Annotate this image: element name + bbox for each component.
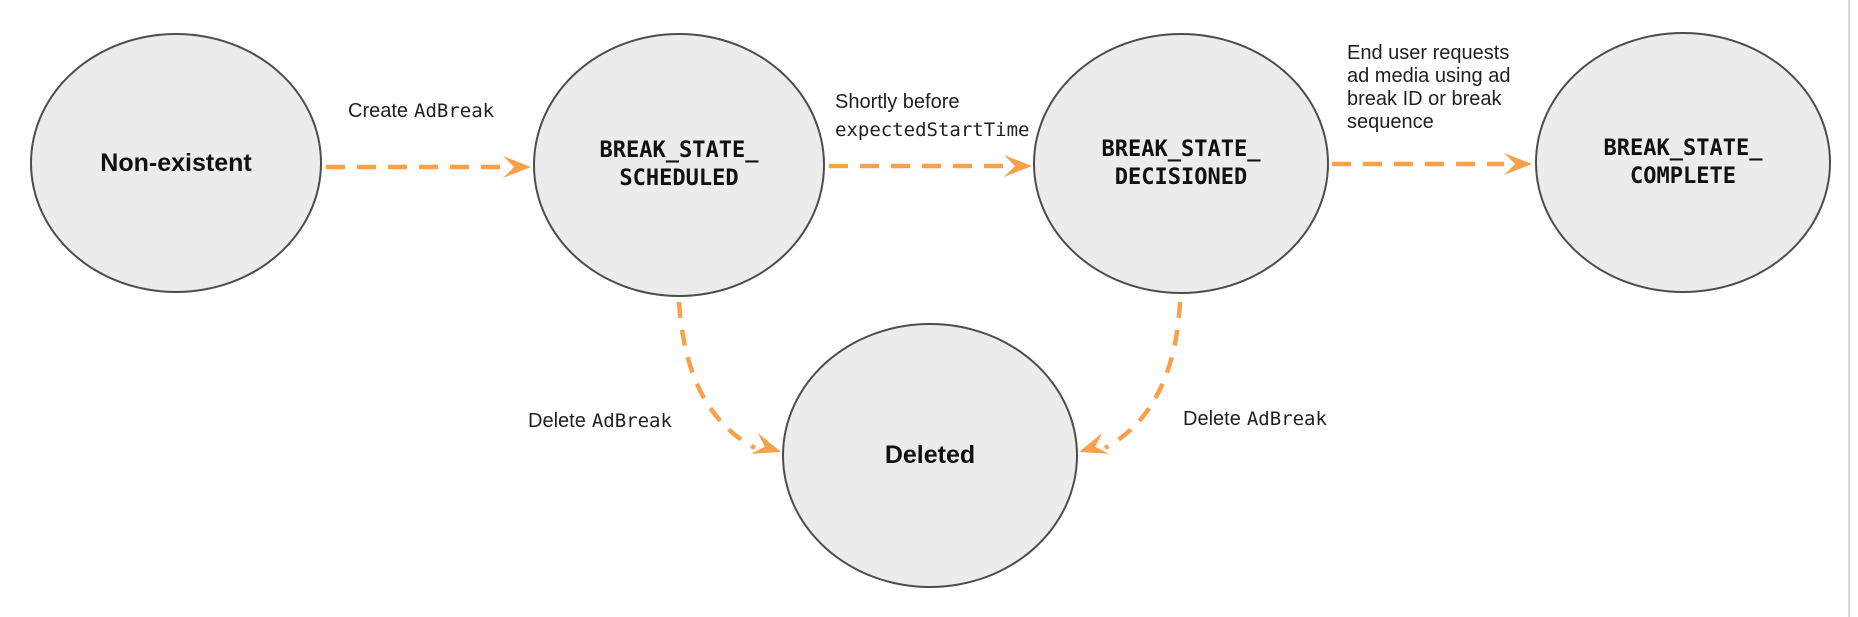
state-label-line: DECISIONED bbox=[1114, 164, 1248, 190]
label-code-text: AdBreak bbox=[1246, 408, 1327, 430]
state-label-line: COMPLETE bbox=[1630, 163, 1736, 189]
label-code-text: AdBreak bbox=[591, 410, 672, 432]
label-text: ad media using ad bbox=[1347, 65, 1511, 87]
arrowhead-down-right-icon bbox=[750, 432, 781, 454]
state-label-line: SCHEDULED bbox=[619, 166, 739, 191]
transition-path-delete-from-decisioned bbox=[1103, 301, 1183, 450]
label-text: Delete bbox=[528, 410, 586, 432]
state-label-break-state-decisioned: BREAK_STATE_ DECISIONED bbox=[1102, 136, 1261, 192]
state-label-line: BREAK_STATE_ bbox=[1101, 136, 1261, 162]
page-right-border bbox=[1848, 0, 1850, 617]
label-text: End user requests bbox=[1347, 42, 1510, 64]
state-node-non-existent: Non-existent bbox=[30, 33, 322, 293]
label-text: break ID or break bbox=[1347, 88, 1502, 110]
label-code-text: AdBreak bbox=[414, 100, 495, 122]
transition-label-shortly-before: Shortly before expectedStartTime bbox=[835, 88, 1029, 144]
arrowhead-right-icon bbox=[1504, 153, 1532, 175]
state-node-break-state-scheduled: BREAK_STATE_ SCHEDULED bbox=[533, 33, 825, 297]
label-text: Shortly before bbox=[835, 91, 960, 113]
transition-label-end-user-requests: End user requests ad media using ad brea… bbox=[1347, 42, 1510, 134]
label-text: sequence bbox=[1347, 111, 1434, 133]
state-label-non-existent: Non-existent bbox=[100, 148, 252, 177]
label-text: Delete bbox=[1183, 408, 1241, 430]
state-label-line: BREAK_STATE_ bbox=[599, 138, 759, 163]
label-text: Create bbox=[348, 100, 409, 122]
arrowhead-down-left-icon bbox=[1079, 432, 1110, 454]
state-label-deleted: Deleted bbox=[884, 441, 976, 469]
state-label-break-state-scheduled: BREAK_STATE_ SCHEDULED bbox=[600, 137, 759, 193]
state-node-break-state-decisioned: BREAK_STATE_ DECISIONED bbox=[1033, 33, 1329, 294]
state-label-break-state-complete: BREAK_STATE_ COMPLETE bbox=[1604, 135, 1763, 191]
transition-path-delete-from-scheduled bbox=[676, 301, 757, 450]
state-node-break-state-complete: BREAK_STATE_ COMPLETE bbox=[1535, 32, 1831, 293]
label-code-text: expectedStartTime bbox=[835, 119, 1030, 141]
arrowhead-right-icon bbox=[1004, 155, 1032, 177]
state-node-deleted: Deleted bbox=[782, 323, 1078, 588]
arrowhead-right-icon bbox=[503, 156, 531, 178]
state-label-line: BREAK_STATE_ bbox=[1603, 135, 1763, 161]
